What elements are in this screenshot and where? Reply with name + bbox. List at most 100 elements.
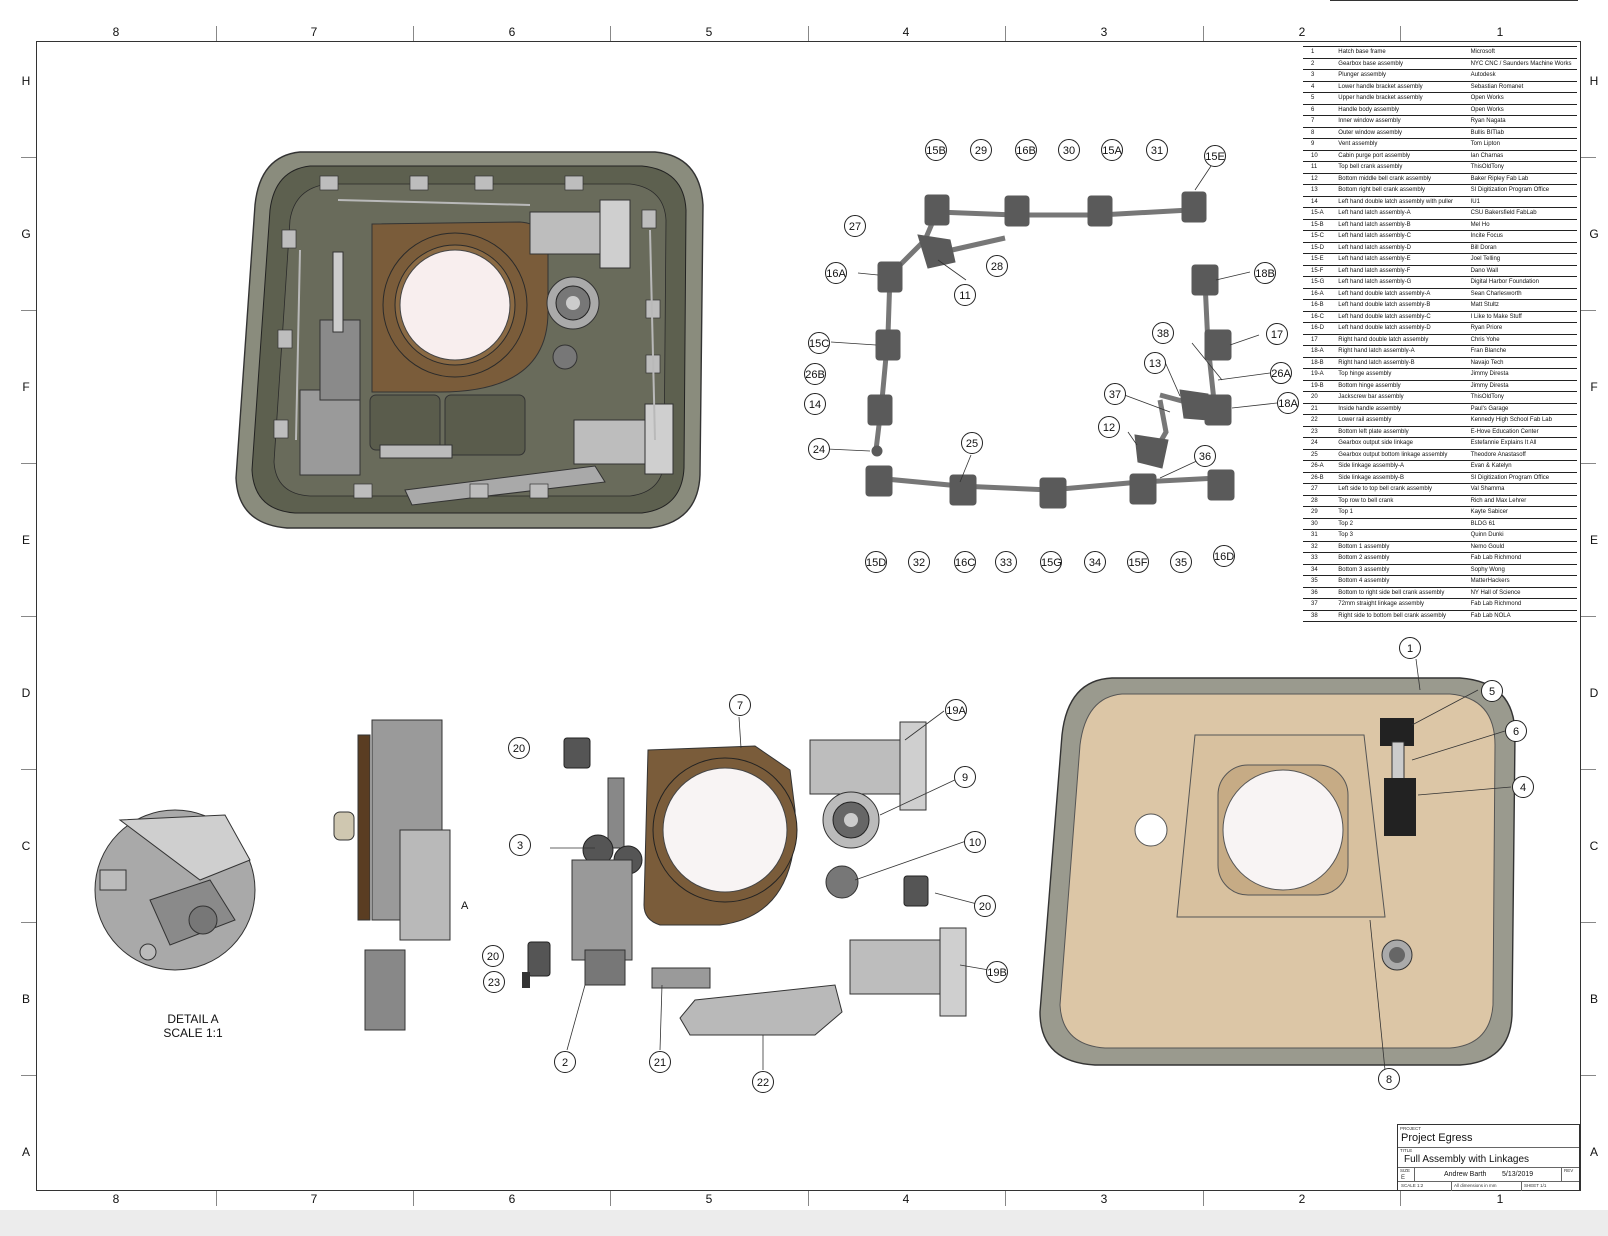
bom-description: Right side to bottom bell crank assembly [1337,610,1470,622]
bom-description: Bottom right bell crank assembly [1337,184,1470,197]
detail-a-title: DETAIL A [167,1012,219,1026]
bom-item-number: 9 [1303,138,1338,151]
bom-description: Lower rail assembly [1337,414,1470,427]
bom-item-number: 1 [1303,46,1338,59]
zone-tick [21,616,36,617]
bom-item-number: 38 [1303,610,1338,622]
bom-builder: Theodore Anastasoff [1469,449,1577,461]
part-callout-2: 2 [554,1051,576,1073]
bom-builder: BLDG 61 [1469,518,1577,530]
bom-item-number: 16-B [1303,299,1338,312]
linkage-callout-16B: 16B [1015,139,1037,161]
bom-item-number: 30 [1303,518,1338,530]
detail-reference-label: A [461,900,469,912]
zone-tick [1581,157,1596,158]
part-callout-7: 7 [729,694,751,716]
linkage-callout-30: 30 [1058,139,1080,161]
bom-description: Left hand double latch assembly with pul… [1337,196,1470,208]
bom-item-number: 3 [1303,69,1338,82]
bom-builder: Open Works [1469,104,1577,116]
part-callout-1: 1 [1399,637,1421,659]
bom-description: Left hand latch assembly-E [1337,253,1470,266]
bom-builder: Fab Lab NOLA [1469,610,1577,622]
bom-item-number: 16-C [1303,311,1338,323]
bom-item-number: 26-A [1303,460,1338,473]
bom-builder: Sophy Wong [1469,564,1577,576]
drawing-border [36,41,1581,1191]
linkage-callout-15C: 15C [808,332,830,354]
project-name: Project Egress [1401,1132,1473,1144]
size-value: E [1401,1175,1406,1181]
bom-builder: Sean Charlesworth [1469,288,1577,300]
bom-builder: IU1 [1469,196,1577,208]
zone-row-left-C: C [21,839,31,853]
title-caption: TITLE [1400,1148,1413,1153]
zone-col-bottom-6: 6 [508,1192,516,1206]
bom-builder: NYC CNC / Saunders Machine Works [1469,58,1577,70]
zone-tick [1400,1191,1401,1206]
zone-tick [21,157,36,158]
bom-item-number: 4 [1303,81,1338,93]
bom-builder: Ryan Nagata [1469,115,1577,128]
bom-description: Outer window assembly [1337,127,1470,139]
zone-col-top-1: 1 [1496,25,1504,39]
zone-row-left-A: A [21,1145,30,1159]
bom-description: Top 2 [1337,518,1470,530]
part-callout-21: 21 [649,1051,671,1073]
part-callout-20: 20 [482,945,504,967]
bom-builder: Navajo Tech [1469,357,1577,369]
zone-tick [1581,922,1596,923]
bom-description: Top 3 [1337,529,1470,542]
bom-builder: Tom Lipton [1469,138,1577,151]
bom-item-number: 6 [1303,104,1338,116]
bom-description: Inside handle assembly [1337,403,1470,415]
bom-builder: Microsoft [1469,46,1577,59]
bom-builder: ThisOldTony [1469,391,1577,404]
bom-builder: E-Hove Education Center [1469,426,1577,438]
bom-item-number: 35 [1303,575,1338,588]
zone-tick [21,922,36,923]
bom-description: Left hand latch assembly-C [1337,230,1470,243]
zone-row-right-D: D [1589,686,1599,700]
part-callout-10: 10 [964,831,986,853]
zone-col-top-2: 2 [1298,25,1306,39]
bom-builder: SI Digitization Program Office [1469,472,1577,484]
bom-item-number: 34 [1303,564,1338,576]
linkage-callout-15D: 15D [865,551,887,573]
zone-row-left-E: E [21,533,30,547]
bom-builder: Rich and Max Lehrer [1469,495,1577,507]
part-callout-19B: 19B [986,961,1008,983]
bom-item-number: 28 [1303,495,1338,507]
part-callout-20: 20 [974,895,996,917]
bom-builder: I Like to Make Stuff [1469,311,1577,323]
bom-item-number: 26-B [1303,472,1338,484]
size-caption: SIZE [1400,1168,1411,1173]
bom-builder: Quinn Dunki [1469,529,1577,542]
bom-item-number: 12 [1303,173,1338,185]
linkage-callout-15B: 15B [925,139,947,161]
bom-description: Left hand latch assembly-B [1337,219,1470,231]
bom-description: Left hand latch assembly-G [1337,276,1470,289]
zone-col-bottom-4: 4 [902,1192,910,1206]
bom-description: 72mm straight linkage assembly [1337,598,1470,611]
